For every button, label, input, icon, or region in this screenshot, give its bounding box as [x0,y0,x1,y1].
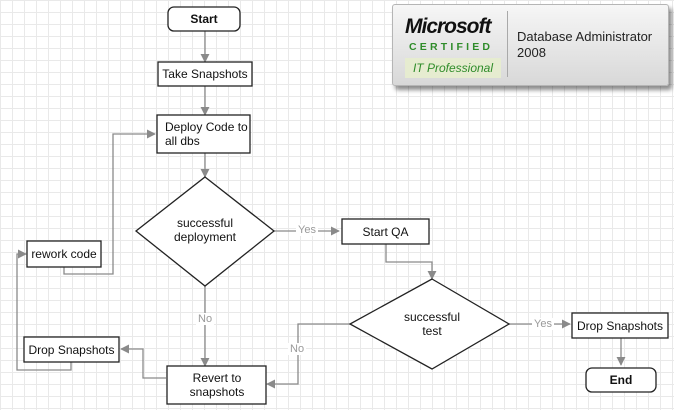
drop-snapshots-left-label: Drop Snapshots [28,342,115,357]
certified-text: CERTIFIED [409,41,494,53]
rework-code-box [26,240,102,268]
microsoft-certified-logo: Microsoft CERTIFIED IT Professional [401,13,505,78]
deploy-code-label: Deploy Code to all dbs [165,120,248,148]
start-qa-label: Start QA [362,224,409,239]
it-professional-text: IT Professional [405,58,501,78]
rework-code-label: rework code [31,247,97,261]
revert-to-snapshots-label: Revert to snapshots [189,371,245,399]
deployment-yes-label: Yes [296,224,318,236]
deployment-no-label: No [196,313,215,325]
edge-drop-to-rework [16,249,72,371]
successful-deployment-label: successful deployment [173,216,237,244]
take-snapshots-box [157,61,253,87]
edge-qa-to-test [385,244,437,280]
badge-divider [507,11,508,77]
mcitp-badge: Microsoft CERTIFIED IT Professional Data… [392,4,669,86]
revert-to-snapshots-box [166,365,267,405]
successful-test-decision [348,278,511,370]
take-snapshots-label: Take Snapshots [162,67,248,81]
microsoft-wordmark: Microsoft [405,15,491,38]
start-label: Start [190,12,218,26]
edge-test-no [266,323,350,389]
drop-snapshots-right-box [571,312,669,339]
successful-deployment-decision [134,176,276,287]
edge-rework-to-deploy [63,129,156,275]
drop-snapshots-left-box [23,336,120,363]
end-label: End [609,373,633,387]
badge-title: Database Administrator 2008 [517,29,653,60]
test-no-label: No [288,343,307,355]
start-terminal [167,6,241,32]
successful-test-label: successful test [403,310,461,338]
start-qa-box [341,218,430,245]
edge-revert-to-drop [120,344,166,379]
test-yes-label: Yes [532,318,554,330]
deploy-code-box [156,114,251,154]
end-terminal [585,367,657,393]
drop-snapshots-right-label: Drop Snapshots [576,318,664,333]
